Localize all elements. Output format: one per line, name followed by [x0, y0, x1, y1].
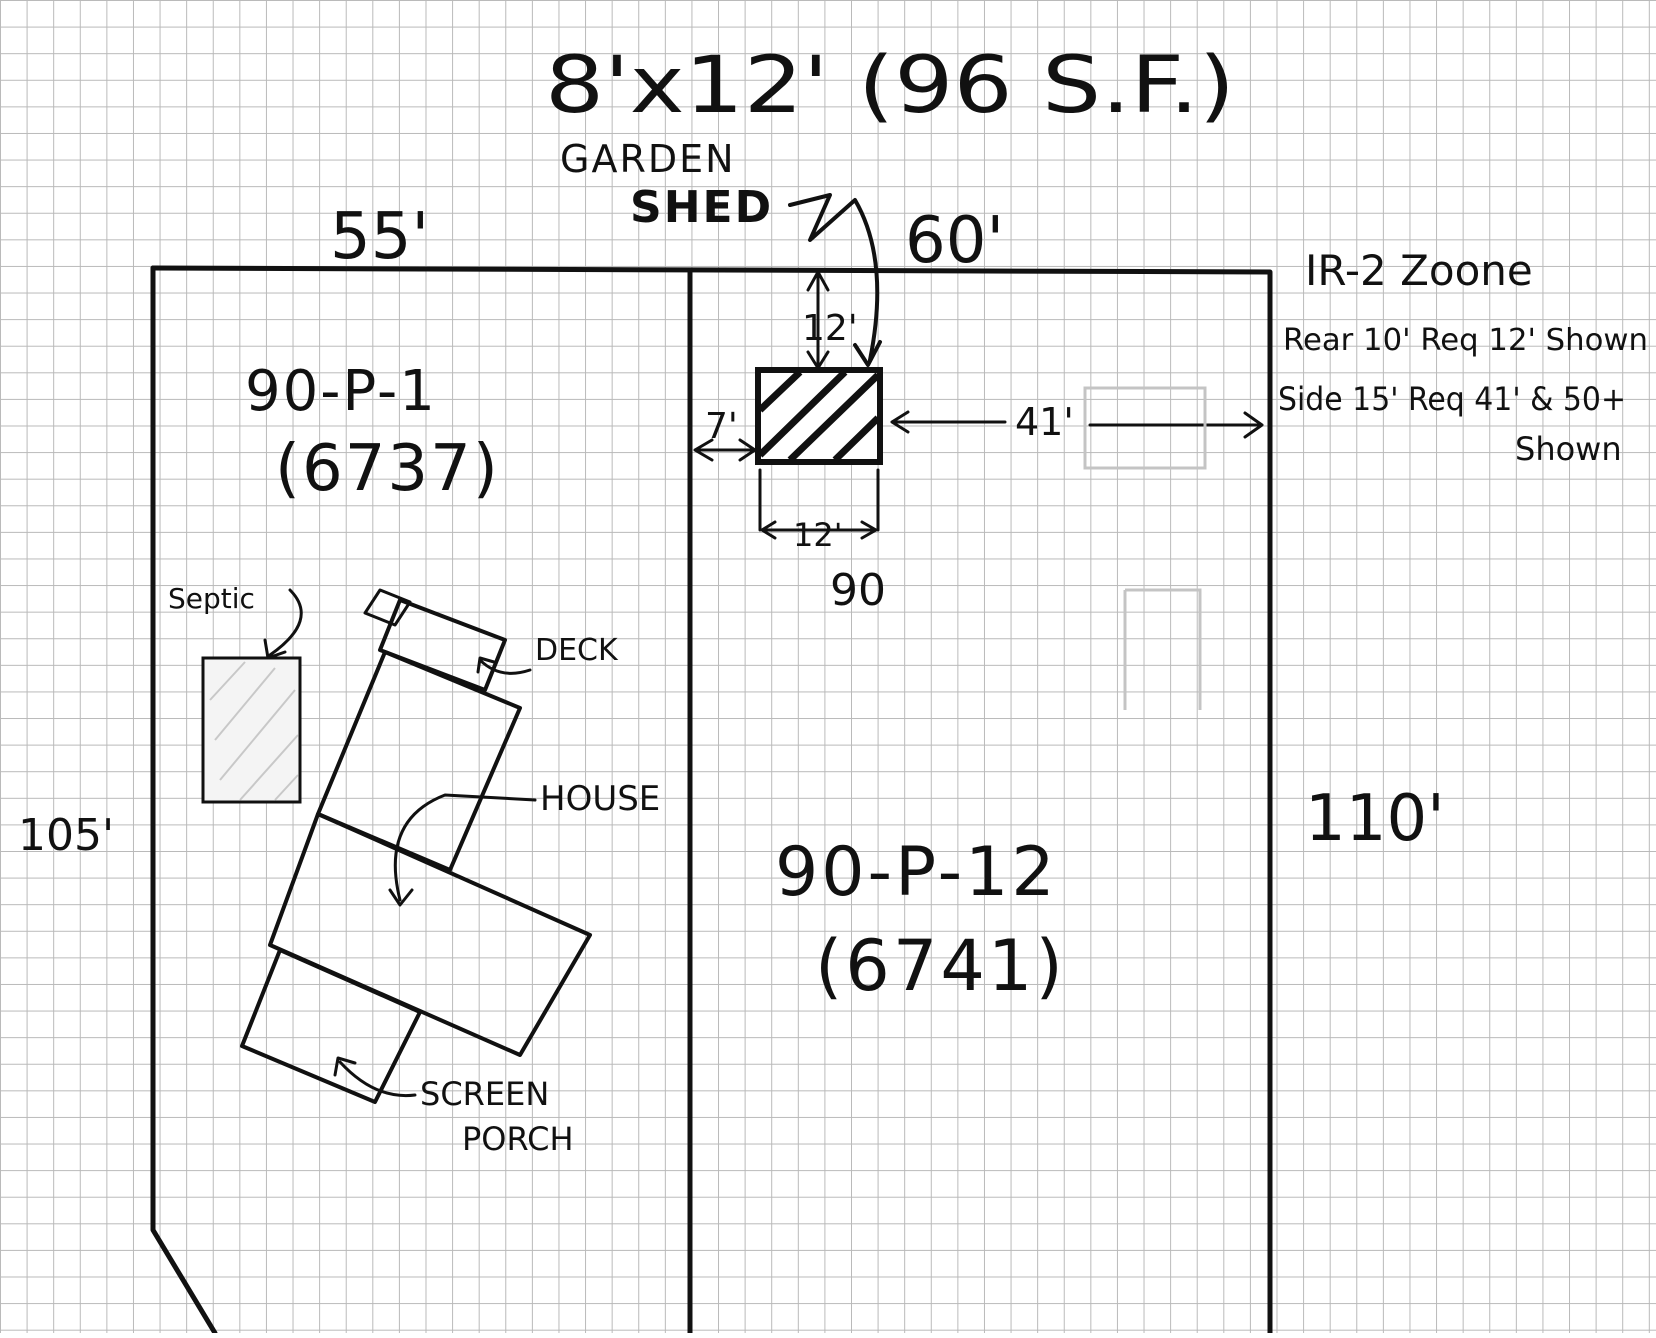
septic-label: Septic — [168, 582, 255, 615]
shed-right-setback-label: 41' — [1015, 400, 1074, 444]
shed-rear-setback-label: 12' — [802, 308, 858, 349]
house-outline — [316, 650, 522, 872]
lot-boundary — [150, 265, 1273, 1336]
zoning-side-shown: Shown — [1515, 430, 1622, 468]
left-lot-side-dimension: 105' — [18, 810, 114, 861]
house-arrow — [388, 793, 537, 907]
house-label: HOUSE — [540, 779, 660, 819]
deck-label: DECK — [535, 633, 619, 668]
faint-outline-upper — [1083, 386, 1207, 470]
left-lot-top-dimension: 55' — [330, 200, 429, 274]
deck-step — [363, 588, 412, 627]
shed-left-setback-label: 7' — [705, 406, 738, 447]
garden-shed — [755, 367, 883, 465]
shed-hatching — [757, 369, 881, 463]
shed-pointer-arrow — [788, 193, 880, 362]
shed-width-line — [758, 468, 880, 540]
right-lot-top-dimension: 60' — [905, 204, 1004, 278]
septic-arrow — [263, 588, 303, 660]
screen-porch-label-line2: PORCH — [462, 1120, 574, 1158]
shed-label: SHED — [630, 182, 773, 233]
parcel-1-number: (6737) — [275, 432, 500, 506]
faint-mark: 90 — [830, 565, 886, 616]
shed-size-title: 8'x12' (96 S.F.) — [545, 41, 1235, 131]
faint-outline-lower — [1123, 588, 1202, 710]
deck-outline — [378, 598, 507, 692]
deck-arrow — [476, 656, 532, 675]
shed-left-setback-line — [693, 438, 757, 462]
shed-width-label: 12' — [793, 516, 843, 554]
shed-side-requirement-arrow — [1088, 411, 1264, 439]
parcel-12-number: (6741) — [815, 925, 1066, 1007]
parcel-1-id: 90-P-1 — [245, 359, 437, 424]
garden-label: GARDEN — [560, 137, 736, 181]
lot-left-edge — [150, 265, 218, 1336]
zoning-rear-setback: Rear 10' Req 12' Shown — [1283, 323, 1648, 358]
shed-pointer-arrowhead — [853, 340, 882, 367]
septic-hatching — [209, 661, 299, 801]
screen-porch-arrow — [333, 1056, 417, 1098]
screen-porch-label-line1: SCREEN — [420, 1075, 549, 1113]
parcel-12-id: 90-P-12 — [775, 833, 1058, 912]
zoning-side-setback: Side 15' Req 41' & 50+ — [1278, 380, 1626, 418]
shed-rear-setback-line — [806, 270, 830, 370]
house-lower-wing — [268, 812, 592, 1057]
septic-tank — [201, 656, 302, 804]
zoning-title: IR-2 Zoone — [1305, 246, 1533, 295]
screen-porch-outline — [240, 948, 422, 1104]
right-lot-side-dimension: 110' — [1305, 782, 1445, 856]
shed-right-setback-line — [890, 410, 1007, 434]
